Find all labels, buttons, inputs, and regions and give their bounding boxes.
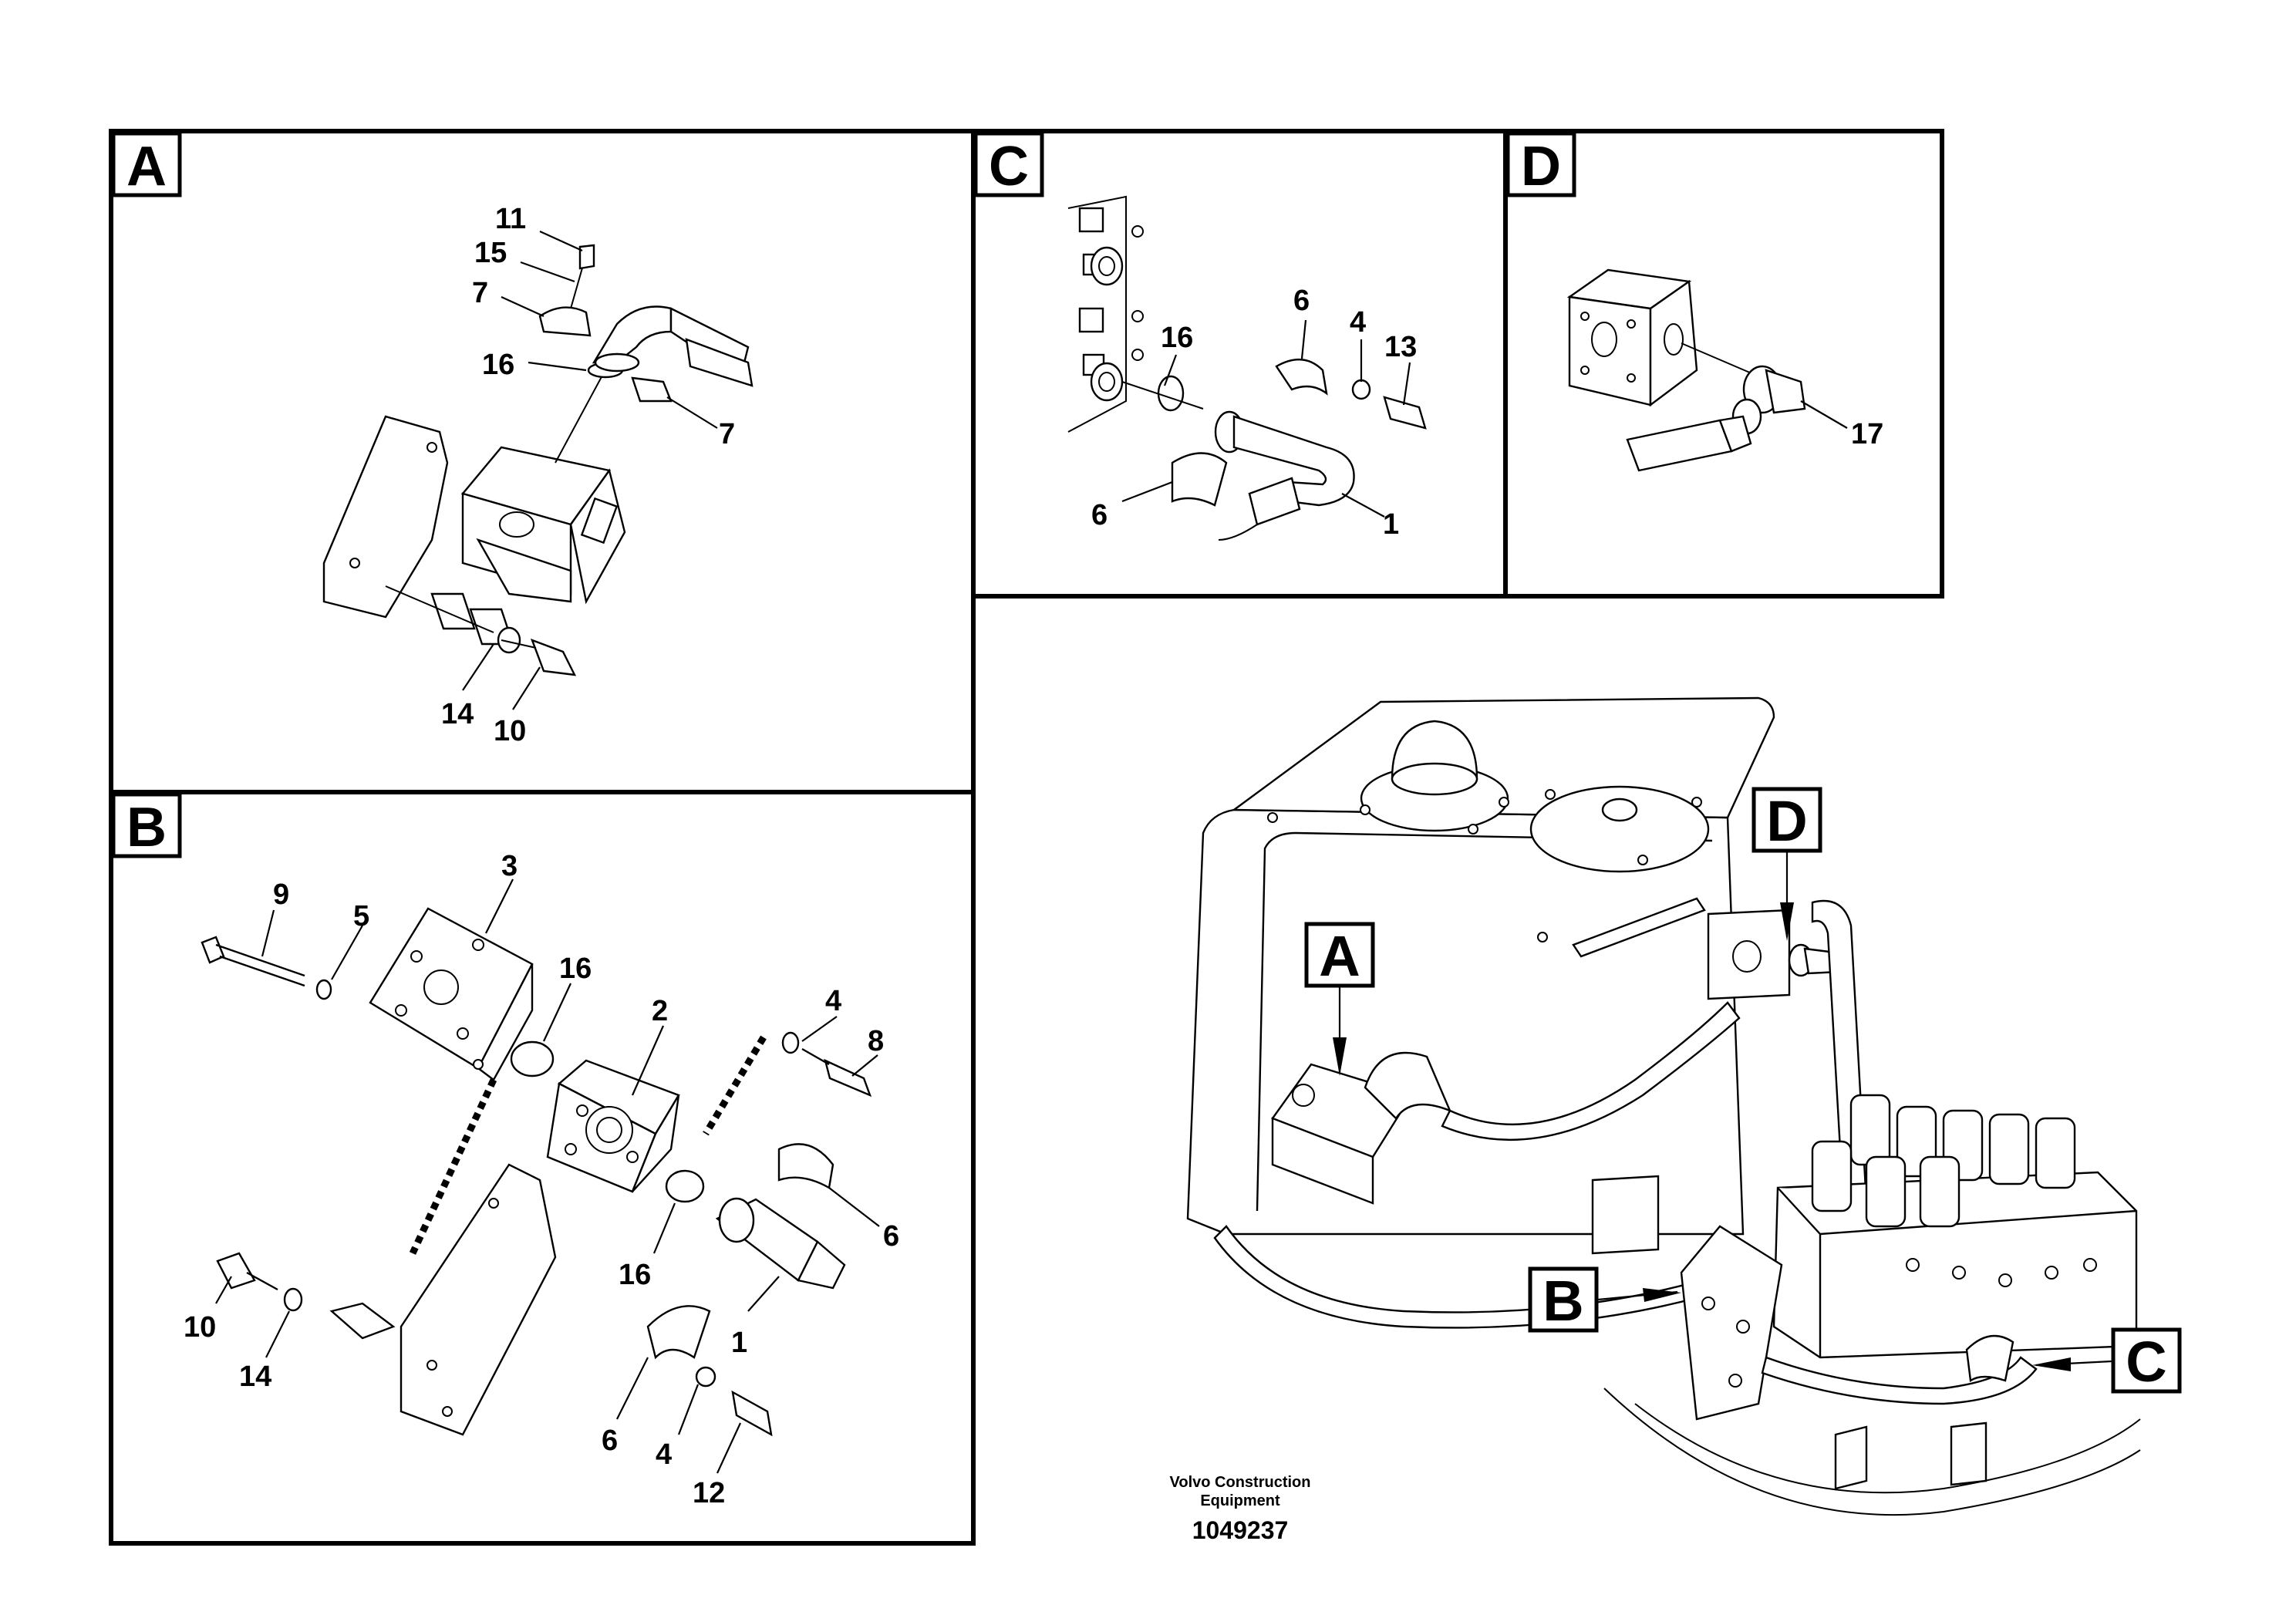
label-c-13: 13: [1384, 331, 1417, 363]
drawing-number: 1049237: [1192, 1516, 1289, 1544]
panel-d-drawing: [1566, 268, 1848, 472]
manufacturer-line-2: Equipment: [1200, 1492, 1280, 1509]
label-b-6-lower: 6: [602, 1425, 618, 1457]
label-b-3: 3: [501, 850, 518, 882]
label-b-16: 16: [559, 953, 592, 985]
label-b-8: 8: [868, 1025, 884, 1057]
callout-c-letter: C: [2126, 1330, 2166, 1394]
panel-d-frame: [1503, 129, 1944, 599]
label-b-10: 10: [184, 1311, 216, 1344]
panel-b-letter: B: [126, 797, 167, 858]
label-a-10: 10: [494, 715, 526, 747]
callout-a-letter: A: [1319, 924, 1360, 988]
label-c-16: 16: [1161, 322, 1193, 354]
label-c-6: 6: [1293, 285, 1310, 317]
label-b-14: 14: [239, 1361, 271, 1393]
panel-d-letter: D: [1521, 136, 1561, 197]
label-d-17: 17: [1851, 418, 1883, 450]
callout-c: C: [2032, 1327, 2182, 1394]
label-b-5: 5: [353, 900, 369, 932]
label-a-15: 15: [474, 237, 507, 269]
callout-d: D: [1752, 787, 1822, 941]
callout-d-letter: D: [1766, 789, 1807, 853]
label-a-11: 11: [495, 203, 526, 235]
label-b-1: 1: [731, 1327, 747, 1359]
label-b-4: 4: [825, 985, 841, 1017]
panel-d-letter-box: D: [1505, 131, 1576, 197]
label-b-9: 9: [273, 878, 289, 911]
panel-c-frame: [971, 129, 1508, 599]
panel-c-letter-box: C: [973, 131, 1044, 197]
label-a-14: 14: [441, 698, 474, 730]
callout-b-letter: B: [1542, 1269, 1583, 1333]
callout-b: B: [1528, 1266, 1681, 1333]
label-b-16-lower: 16: [619, 1259, 651, 1291]
label-a-7-lower: 7: [719, 418, 735, 450]
manufacturer-line-1: Volvo Construction: [1170, 1474, 1311, 1491]
label-c-6-lower: 6: [1091, 499, 1108, 531]
label-b-2: 2: [652, 995, 668, 1027]
valve-solenoids: [1811, 1094, 2076, 1228]
label-b-4-lower: 4: [656, 1438, 672, 1471]
panel-b-letter-box: B: [111, 792, 182, 858]
label-b-12: 12: [693, 1477, 725, 1509]
label-b-6: 6: [883, 1220, 899, 1253]
overview-machine-drawing: [1186, 696, 2141, 1516]
panel-a-letter: A: [126, 136, 167, 197]
callout-a: A: [1304, 922, 1375, 1076]
label-c-4: 4: [1350, 306, 1366, 339]
label-a-7: 7: [472, 277, 488, 309]
panel-c-drawing: [1067, 195, 1427, 541]
label-c-1: 1: [1383, 508, 1399, 541]
panel-b-frame: [109, 790, 976, 1546]
panel-c-letter: C: [989, 136, 1029, 197]
panel-a-letter-box: A: [111, 131, 182, 197]
panel-a-drawing: [322, 230, 754, 710]
panel-b-drawing: [201, 878, 880, 1474]
label-a-16: 16: [482, 349, 514, 381]
